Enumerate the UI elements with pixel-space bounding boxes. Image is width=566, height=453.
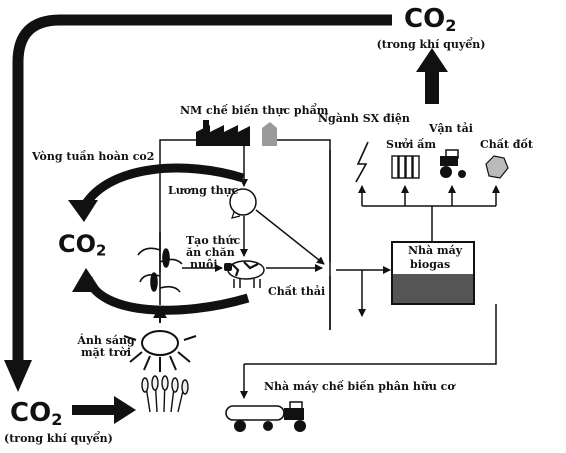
sunlight-label-line2: mặt trời	[80, 346, 132, 359]
biogas-label-line2: biogas	[410, 258, 451, 271]
atmosphere-loop-arrow	[12, 14, 392, 360]
fuel-icon	[485, 155, 509, 179]
waste-label: Chất thải	[268, 285, 326, 298]
wheat-icon	[141, 375, 189, 413]
biogas-label-line1: Nhà máy	[408, 244, 463, 257]
feed-label-line3: nuôi	[190, 258, 218, 271]
food-label: Lương thực	[168, 184, 239, 197]
emission-up-arrowhead	[416, 48, 448, 72]
head-to-node-line	[255, 209, 325, 265]
food-factory-label: NM chế biến thực phẩm	[180, 104, 329, 117]
sunlight-label-line1: Ánh sáng	[77, 334, 135, 347]
co2-bottom-label: CO2	[10, 398, 63, 430]
feed-label-line2: ăn chăn	[186, 246, 235, 259]
fertilizer-plant-label: Nhà máy chế biến phân hữu cơ	[264, 380, 455, 393]
co2-bottom-note: (trong khí quyển)	[4, 432, 113, 445]
cycle-top-arc	[81, 163, 245, 208]
co2-to-crops-shaft	[72, 405, 116, 415]
radiator-icon	[391, 155, 420, 179]
lightning-icon	[355, 141, 369, 183]
cycle-label: Vòng tuần hoàn co2	[32, 150, 155, 163]
tanker-truck-icon	[225, 401, 306, 432]
cow-icon	[224, 260, 265, 288]
heating-label: Sưởi ấm	[386, 138, 437, 151]
atmosphere-loop-arrowhead	[4, 360, 32, 392]
factory-right-line	[277, 139, 331, 330]
emission-up-arrow-shaft	[425, 70, 439, 104]
cycle-bottom-arrowhead	[72, 268, 102, 292]
cycle-bottom-arc	[83, 276, 250, 315]
food-head-icon	[229, 188, 257, 219]
corn-plant-icon	[137, 232, 183, 305]
power-label: Ngành SX điện	[318, 112, 410, 125]
tractor-icon	[440, 149, 466, 178]
cycle-top-arrowhead	[68, 200, 98, 222]
co2-top-label: CO2	[404, 4, 457, 36]
feed-label-line1: Tạo thức	[186, 234, 241, 247]
transport-label: Vận tải	[429, 122, 473, 135]
co2-top-note: (trong khí quyển)	[376, 38, 486, 51]
sun-icon	[123, 310, 197, 372]
co2-middle-label: CO2	[58, 230, 107, 260]
factory-icon	[196, 120, 277, 146]
biogas-to-fertilizer-line	[244, 304, 497, 365]
biogas-tank	[391, 241, 475, 305]
factory-left-line	[159, 139, 196, 272]
co2-to-crops-arrowhead	[114, 396, 136, 424]
fuel-label: Chất đốt	[480, 138, 533, 151]
sun-up-arrowhead	[153, 306, 167, 318]
